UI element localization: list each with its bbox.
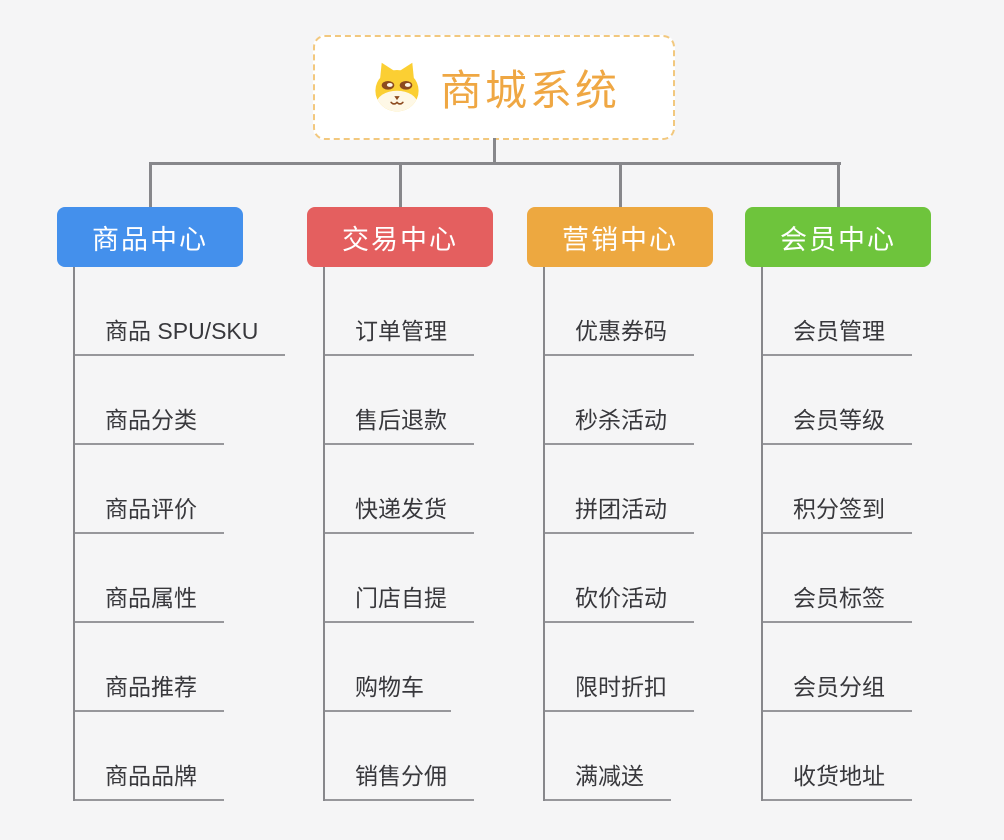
child-topic[interactable]: 限时折扣 bbox=[545, 668, 694, 712]
branch-children-marketing: 优惠券码 秒杀活动 拼团活动 砍价活动 限时折扣 满减送 bbox=[543, 267, 775, 801]
child-topic[interactable]: 会员等级 bbox=[763, 401, 912, 445]
list-item: 限时折扣 bbox=[545, 623, 775, 712]
child-topic[interactable]: 商品分类 bbox=[75, 401, 224, 445]
child-topic[interactable]: 商品品牌 bbox=[75, 757, 224, 801]
root-title: 商城系统 bbox=[439, 67, 620, 114]
list-item: 商品属性 bbox=[75, 534, 305, 623]
list-item: 拼团活动 bbox=[545, 445, 775, 534]
child-topic[interactable]: 商品属性 bbox=[75, 579, 224, 623]
list-item: 会员分组 bbox=[763, 623, 993, 712]
list-item: 商品推荐 bbox=[75, 623, 305, 712]
child-topic[interactable]: 优惠券码 bbox=[545, 312, 694, 356]
child-topic[interactable]: 积分签到 bbox=[763, 490, 912, 534]
list-item: 收货地址 bbox=[763, 712, 993, 801]
child-topic[interactable]: 商品推荐 bbox=[75, 668, 224, 712]
list-item: 优惠券码 bbox=[545, 267, 775, 356]
child-topic[interactable]: 会员管理 bbox=[763, 312, 912, 356]
child-topic[interactable]: 商品评价 bbox=[75, 490, 224, 534]
list-item: 订单管理 bbox=[325, 267, 555, 356]
child-topic[interactable]: 会员分组 bbox=[763, 668, 912, 712]
branch-marketing-center: 营销中心 优惠券码 秒杀活动 拼团活动 砍价活动 限时折扣 满减送 bbox=[527, 207, 713, 801]
branch-trade-center: 交易中心 订单管理 售后退款 快递发货 门店自提 购物车 销售分佣 bbox=[307, 207, 493, 801]
root-node[interactable]: 商城系统 bbox=[313, 35, 675, 140]
list-item: 售后退款 bbox=[325, 356, 555, 445]
child-topic[interactable]: 门店自提 bbox=[325, 579, 474, 623]
child-topic[interactable]: 秒杀活动 bbox=[545, 401, 694, 445]
branch-member-center: 会员中心 会员管理 会员等级 积分签到 会员标签 会员分组 收货地址 bbox=[745, 207, 931, 801]
connector-drop-3 bbox=[619, 163, 622, 207]
child-topic[interactable]: 砍价活动 bbox=[545, 579, 694, 623]
branch-node-product-center[interactable]: 商品中心 bbox=[57, 207, 243, 267]
connector-drop-1 bbox=[149, 163, 152, 207]
child-topic[interactable]: 满减送 bbox=[545, 757, 671, 801]
connector-drop-4 bbox=[837, 163, 840, 207]
list-item: 会员管理 bbox=[763, 267, 993, 356]
branch-children-member: 会员管理 会员等级 积分签到 会员标签 会员分组 收货地址 bbox=[761, 267, 993, 801]
child-topic[interactable]: 拼团活动 bbox=[545, 490, 694, 534]
branch-node-trade-center[interactable]: 交易中心 bbox=[307, 207, 493, 267]
list-item: 满减送 bbox=[545, 712, 775, 801]
child-topic[interactable]: 商品 SPU/SKU bbox=[75, 312, 286, 356]
list-item: 砍价活动 bbox=[545, 534, 775, 623]
child-topic[interactable]: 会员标签 bbox=[763, 579, 912, 623]
child-topic[interactable]: 购物车 bbox=[325, 668, 451, 712]
child-topic[interactable]: 销售分佣 bbox=[325, 757, 474, 801]
list-item: 商品品牌 bbox=[75, 712, 305, 801]
list-item: 秒杀活动 bbox=[545, 356, 775, 445]
list-item: 销售分佣 bbox=[325, 712, 555, 801]
connector-root-stub bbox=[493, 138, 496, 165]
list-item: 购物车 bbox=[325, 623, 555, 712]
branch-node-member-center[interactable]: 会员中心 bbox=[745, 207, 931, 267]
list-item: 商品 SPU/SKU bbox=[75, 267, 305, 356]
branch-product-center: 商品中心 商品 SPU/SKU 商品分类 商品评价 商品属性 商品推荐 商品品牌 bbox=[57, 207, 286, 801]
child-topic[interactable]: 收货地址 bbox=[763, 757, 912, 801]
child-topic[interactable]: 售后退款 bbox=[325, 401, 474, 445]
list-item: 商品分类 bbox=[75, 356, 305, 445]
child-topic[interactable]: 订单管理 bbox=[325, 312, 474, 356]
list-item: 快递发货 bbox=[325, 445, 555, 534]
list-item: 商品评价 bbox=[75, 445, 305, 534]
branch-children-trade: 订单管理 售后退款 快递发货 门店自提 购物车 销售分佣 bbox=[323, 267, 555, 801]
branch-node-marketing-center[interactable]: 营销中心 bbox=[527, 207, 713, 267]
branch-children-product: 商品 SPU/SKU 商品分类 商品评价 商品属性 商品推荐 商品品牌 bbox=[73, 267, 305, 801]
list-item: 门店自提 bbox=[325, 534, 555, 623]
connector-drop-2 bbox=[399, 163, 402, 207]
connector-horizontal bbox=[149, 162, 841, 165]
list-item: 积分签到 bbox=[763, 445, 993, 534]
list-item: 会员等级 bbox=[763, 356, 993, 445]
list-item: 会员标签 bbox=[763, 534, 993, 623]
child-topic[interactable]: 快递发货 bbox=[325, 490, 474, 534]
dog-face-icon bbox=[375, 62, 419, 111]
